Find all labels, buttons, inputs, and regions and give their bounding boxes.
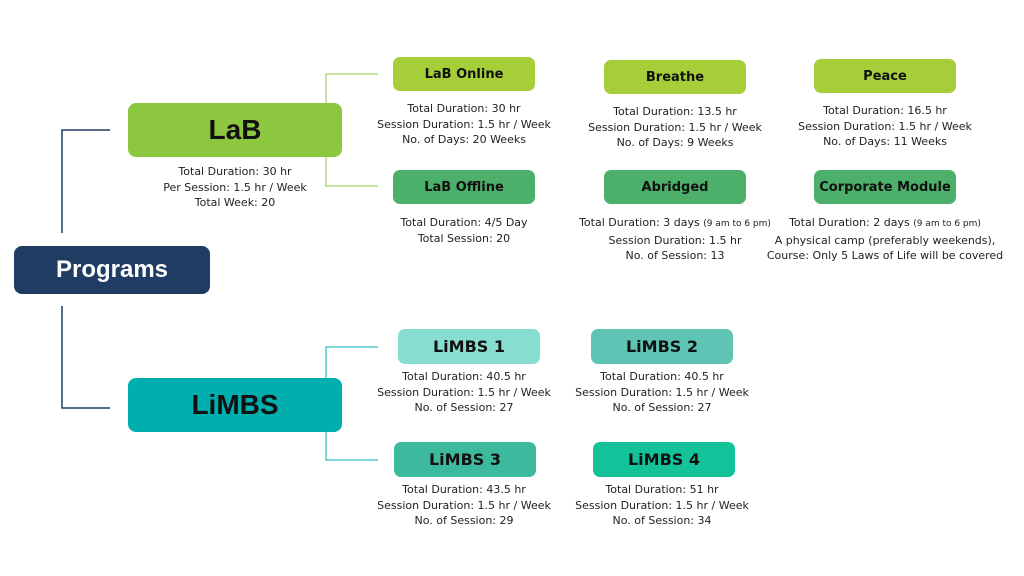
info-line: Total Duration: 51 hr: [605, 483, 719, 496]
info-line: Session Duration: 1.5 hr / Week: [588, 120, 762, 134]
info-line: Session Duration: 1.5 hr / Week: [575, 385, 749, 399]
abridged-node: Abridged: [604, 170, 746, 204]
limbs-3-node: LiMBS 3: [394, 442, 536, 477]
info-line: Total Duration: 16.5 hr: [823, 104, 947, 117]
lab-label: LaB: [208, 114, 262, 145]
info-line: No. of Session: 27: [414, 401, 514, 414]
info-line: No. of Days: 20 Weeks: [402, 133, 526, 146]
limbs-label: LiMBS: [191, 389, 279, 420]
info-line: Session Duration: 1.5 hr / Week: [377, 498, 551, 512]
lab-node: LaB: [128, 103, 342, 157]
info-main: Total Duration: 2 days: [789, 216, 910, 229]
info-line: Total Duration: 3 days (9 am to 6 pm): [565, 215, 785, 233]
lab-info-line: Total Week: 20: [194, 196, 276, 209]
info-small: (9 am to 6 pm): [703, 219, 771, 229]
lab-info-line: Per Session: 1.5 hr / Week: [163, 180, 307, 194]
info-line: Session Duration: 1.5 hr / Week: [575, 498, 749, 512]
programs-label: Programs: [55, 256, 169, 283]
peace-label: Peace: [863, 68, 907, 84]
lab-offline-node: LaB Offline: [393, 170, 535, 204]
limbs-4-label: LiMBS 4: [627, 450, 701, 469]
info-line: Session Duration: 1.5 hr: [608, 233, 742, 247]
lab-info-line: Total Duration: 30 hr: [178, 165, 292, 178]
info-line: Total Duration: 4/5 Day: [400, 216, 528, 229]
lab-offline-info: Total Duration: 4/5 Day Total Session: 2…: [364, 215, 564, 246]
abridged-label: Abridged: [641, 179, 709, 195]
info-line: Total Duration: 40.5 hr: [402, 370, 526, 383]
corporate-module-label: Corporate Module: [819, 179, 951, 195]
limbs-1-node: LiMBS 1: [398, 329, 540, 364]
peace-info: Total Duration: 16.5 hr Session Duration…: [785, 103, 985, 150]
limbs-1-info: Total Duration: 40.5 hr Session Duration…: [364, 369, 564, 416]
info-line: Total Duration: 2 days (9 am to 6 pm): [760, 215, 1010, 233]
info-line: A physical camp (preferably weekends),: [774, 233, 996, 247]
limbs-2-node: LiMBS 2: [591, 329, 733, 364]
info-line: No. of Session: 34: [612, 514, 712, 527]
info-line: Total Duration: 13.5 hr: [613, 105, 737, 118]
info-line: Total Session: 20: [417, 231, 511, 245]
limbs-3-label: LiMBS 3: [428, 450, 502, 469]
root-connector-limbs: [61, 306, 110, 409]
limbs-4-node: LiMBS 4: [593, 442, 735, 477]
programs-node: Programs: [14, 246, 210, 294]
lab-online-node: LaB Online: [393, 57, 535, 91]
limbs-3-info: Total Duration: 43.5 hr Session Duration…: [364, 482, 564, 529]
lab-online-label: LaB Online: [424, 66, 504, 82]
info-line: Course: Only 5 Laws of Life will be cove…: [766, 249, 1004, 262]
info-line: No. of Days: 11 Weeks: [823, 135, 947, 148]
corporate-module-node: Corporate Module: [814, 170, 956, 204]
corporate-module-info: Total Duration: 2 days (9 am to 6 pm) A …: [760, 215, 1010, 264]
info-line: No. of Session: 13: [625, 249, 725, 262]
peace-node: Peace: [814, 59, 956, 93]
info-line: Session Duration: 1.5 hr / Week: [377, 385, 551, 399]
info-line: Session Duration: 1.5 hr / Week: [377, 117, 551, 131]
info-line: Total Duration: 30 hr: [407, 102, 521, 115]
lab-info: Total Duration: 30 hr Per Session: 1.5 h…: [128, 164, 342, 211]
info-small: (9 am to 6 pm): [913, 219, 981, 229]
root-connector-lab: [61, 129, 110, 233]
info-line: Total Duration: 43.5 hr: [402, 483, 526, 496]
breathe-label: Breathe: [645, 69, 705, 85]
lab-online-info: Total Duration: 30 hr Session Duration: …: [364, 101, 564, 148]
info-line: No. of Session: 29: [414, 514, 514, 527]
abridged-info: Total Duration: 3 days (9 am to 6 pm) Se…: [565, 215, 785, 264]
info-main: Total Duration: 3 days: [579, 216, 700, 229]
limbs-2-label: LiMBS 2: [625, 337, 699, 356]
limbs-node: LiMBS: [128, 378, 342, 432]
limbs-4-info: Total Duration: 51 hr Session Duration: …: [562, 482, 762, 529]
info-line: No. of Session: 27: [612, 401, 712, 414]
info-line: No. of Days: 9 Weeks: [616, 136, 734, 149]
breathe-info: Total Duration: 13.5 hr Session Duration…: [575, 104, 775, 151]
info-line: Session Duration: 1.5 hr / Week: [798, 119, 972, 133]
breathe-node: Breathe: [604, 60, 746, 94]
limbs-1-label: LiMBS 1: [432, 337, 506, 356]
lab-offline-label: LaB Offline: [424, 179, 504, 195]
info-line: Total Duration: 40.5 hr: [600, 370, 724, 383]
limbs-2-info: Total Duration: 40.5 hr Session Duration…: [562, 369, 762, 416]
